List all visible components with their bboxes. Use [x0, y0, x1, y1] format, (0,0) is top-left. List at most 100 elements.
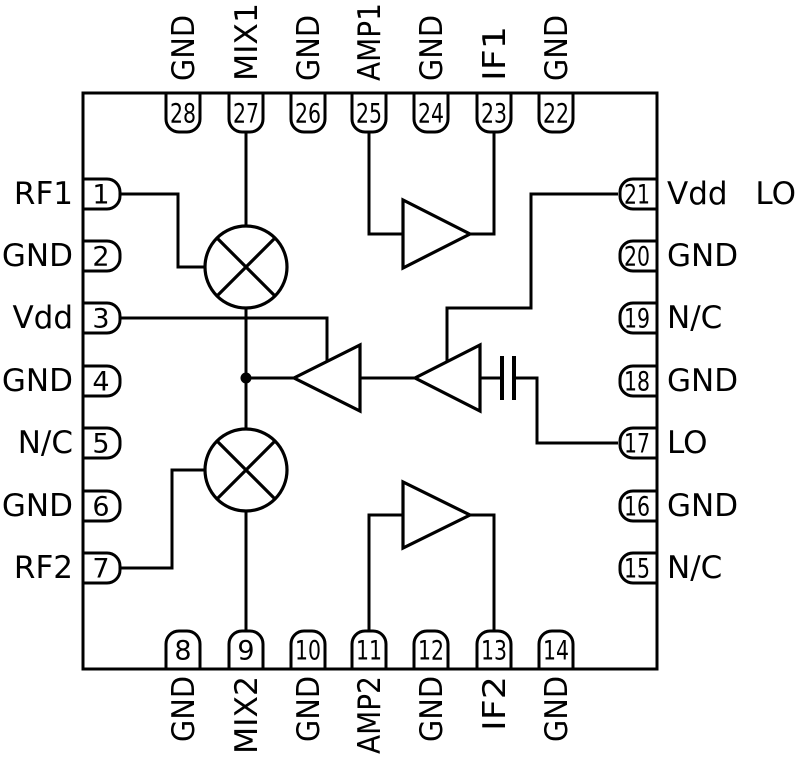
pin-14-tab	[537, 629, 575, 669]
mixer2-circle	[203, 427, 289, 513]
mixer1-circle	[203, 224, 289, 310]
mixer1-symbol	[203, 224, 289, 310]
pin-6-label: GND	[2, 488, 73, 524]
pin-5-number: 5	[92, 429, 109, 460]
pin-9-tab	[227, 629, 265, 669]
mixer1-x	[215, 236, 277, 298]
pin-15-tab	[618, 551, 657, 585]
pin-28-number: 28	[170, 99, 196, 130]
mixer2-x	[215, 439, 277, 501]
pin-4-tab	[83, 364, 122, 398]
lo-buffer1-symbol	[290, 342, 362, 414]
junction-dot	[240, 372, 252, 384]
pin-labels: RF1 GND Vdd GND N/C GND RF2 Vdd LO GND N…	[2, 3, 796, 754]
amp1-symbol	[401, 197, 474, 271]
pin-23-tab	[475, 94, 513, 134]
pin-28-tab	[164, 94, 202, 134]
pin-18-label: GND	[667, 363, 738, 399]
pin-17-tab	[618, 426, 657, 460]
pin-20-tab	[618, 239, 657, 273]
pin-4-number: 4	[92, 367, 109, 398]
pin-16-label: GND	[667, 488, 738, 524]
pin-12-tab	[412, 629, 450, 669]
pin-12-number: 12	[418, 636, 444, 667]
pin-26-tab	[289, 94, 327, 134]
pin-26-number: 26	[295, 99, 321, 130]
pin-13-number: 13	[481, 636, 507, 667]
pin-2-tab	[83, 239, 122, 273]
pin-18-number: 18	[624, 367, 650, 398]
wires	[120, 132, 618, 631]
pin-21-label: Vdd LO	[667, 176, 796, 212]
pin-23-number: 23	[481, 99, 507, 130]
pin-26-label: GND	[291, 15, 327, 81]
pin-11-tab	[350, 629, 388, 669]
pin-5-tab	[83, 426, 122, 460]
pin-21-number: 21	[624, 180, 650, 211]
pin-17-label: LO	[667, 425, 708, 461]
pin-25-label: AMP1	[352, 3, 388, 81]
pin-27-label: MIX1	[229, 3, 265, 81]
pin-3-label: Vdd	[12, 300, 73, 336]
wire-amp2-to-if2	[470, 513, 496, 631]
pin-8-tab	[164, 629, 202, 669]
pin-numbers: 28 27 26 25 24 23 22 8 9 10 11 12 13 14 …	[92, 99, 650, 667]
pin-19-tab	[618, 301, 657, 335]
pin-22-label: GND	[539, 15, 575, 81]
pin-9-number: 9	[237, 636, 254, 667]
wire-cap-to-pin17	[515, 376, 618, 445]
pin-10-label: GND	[291, 676, 327, 742]
pin-15-number: 15	[624, 554, 650, 585]
pin-tabs	[83, 94, 657, 669]
pin-12-label: GND	[414, 676, 450, 742]
wire-rf1-to-mixer1	[120, 192, 204, 269]
pin-24-label: GND	[414, 15, 450, 81]
pin-4-label: GND	[2, 363, 73, 399]
pin-2-number: 2	[92, 242, 109, 273]
pin-1-label: RF1	[14, 176, 73, 212]
pin-13-tab	[475, 629, 513, 669]
pin-19-label: N/C	[667, 300, 722, 336]
pin-20-label: GND	[667, 238, 738, 274]
pin-23-label: IF1	[477, 26, 513, 81]
capacitor-symbol	[500, 356, 516, 400]
pin-13-label: IF2	[477, 676, 513, 731]
pin-6-number: 6	[92, 492, 109, 523]
pin-24-tab	[412, 94, 450, 134]
pin-9-label: MIX2	[229, 676, 265, 754]
pin-22-tab	[537, 94, 575, 134]
pin-10-tab	[289, 629, 327, 669]
pin-1-tab	[83, 177, 122, 211]
pin-11-number: 11	[356, 636, 382, 667]
amp2-symbol	[401, 479, 474, 551]
pin-22-number: 22	[543, 99, 569, 130]
pin-7-tab	[83, 551, 122, 585]
pin-25-tab	[350, 94, 388, 134]
pin-24-number: 24	[418, 99, 444, 130]
pin-27-tab	[227, 94, 265, 134]
pin-21-tab	[618, 177, 657, 211]
pin-27-number: 27	[233, 99, 259, 130]
pin-7-number: 7	[92, 554, 109, 585]
pin-6-tab	[83, 489, 122, 523]
pin-3-tab	[83, 301, 122, 335]
pin-10-number: 10	[295, 636, 321, 667]
pin-1-number: 1	[92, 180, 109, 211]
wire-rf2-to-mixer2	[120, 468, 204, 570]
wire-amp1-to-if1	[470, 132, 496, 236]
pin-16-tab	[618, 489, 657, 523]
pin-28-label: GND	[166, 15, 202, 81]
lo-buffer2-symbol	[411, 342, 482, 414]
pin-20-number: 20	[624, 242, 650, 273]
pin-8-number: 8	[174, 636, 191, 667]
wire-pin11-to-amp2	[367, 513, 403, 631]
pin-17-number: 17	[624, 429, 650, 460]
pin-5-label: N/C	[18, 425, 73, 461]
mixer2-symbol	[203, 427, 289, 513]
pin-2-label: GND	[2, 238, 73, 274]
wire-pin25-to-amp1	[367, 132, 403, 236]
pin-14-number: 14	[543, 636, 569, 667]
pin-15-label: N/C	[667, 550, 722, 586]
pin-25-number: 25	[356, 99, 382, 130]
